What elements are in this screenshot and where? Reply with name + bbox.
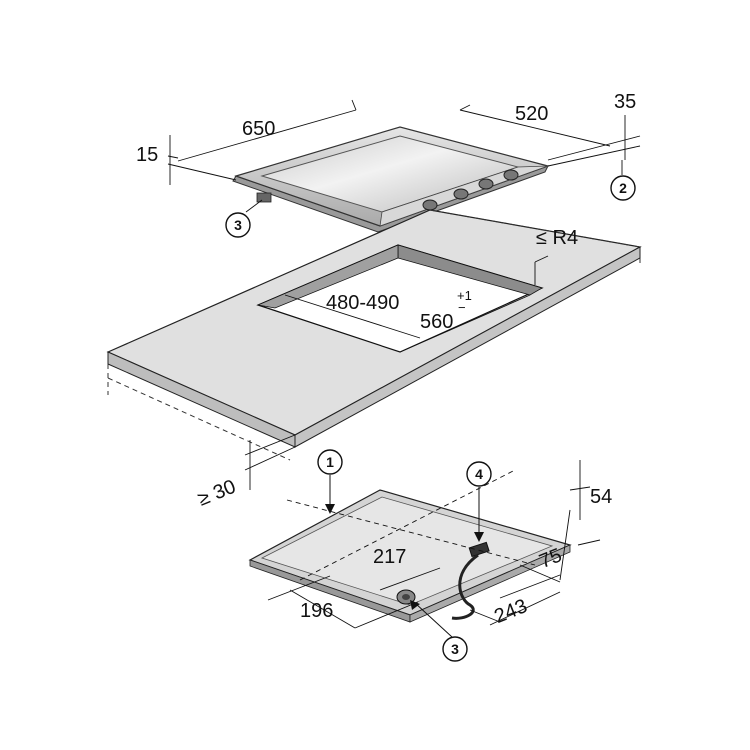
callout-4: 4	[466, 461, 492, 542]
cutout-dimension-lines	[244, 255, 549, 490]
underside-dimension-lines	[267, 460, 601, 629]
callout-1: 1	[317, 449, 343, 514]
dim-480-490: 480-490	[326, 292, 399, 314]
callout-3-top: 3	[225, 212, 251, 238]
dim-196: 196	[300, 600, 333, 622]
dim-35: 35	[614, 91, 636, 113]
svg-text:1: 1	[326, 454, 334, 470]
dim-560-tol: +1	[457, 288, 472, 303]
top-dimension-lines	[167, 99, 641, 213]
dim-54: 54	[590, 486, 612, 508]
dim-243: 243	[491, 595, 530, 628]
callout-2: 2	[610, 175, 636, 201]
dim-30: ≥ 30	[195, 476, 239, 511]
dim-r4: ≤ R4	[536, 227, 578, 249]
dim-217: 217	[373, 546, 406, 568]
dim-15: 15	[136, 144, 158, 166]
dim-650: 650	[242, 118, 275, 140]
svg-text:4: 4	[475, 466, 483, 482]
power-cable	[451, 553, 479, 620]
hob-appliance	[232, 126, 551, 233]
svg-text:3: 3	[234, 217, 242, 233]
electrical-box	[468, 541, 490, 558]
dim-560: 560	[420, 311, 453, 333]
countertop	[106, 209, 642, 448]
hob-underside	[248, 489, 572, 623]
countertop-dashed-outline	[107, 209, 641, 461]
callout-3-bottom: 3	[410, 600, 468, 662]
dim-560-tol2: −	[458, 300, 466, 315]
svg-text:3: 3	[451, 641, 459, 657]
svg-text:2: 2	[619, 180, 627, 196]
dim-520: 520	[515, 103, 548, 125]
